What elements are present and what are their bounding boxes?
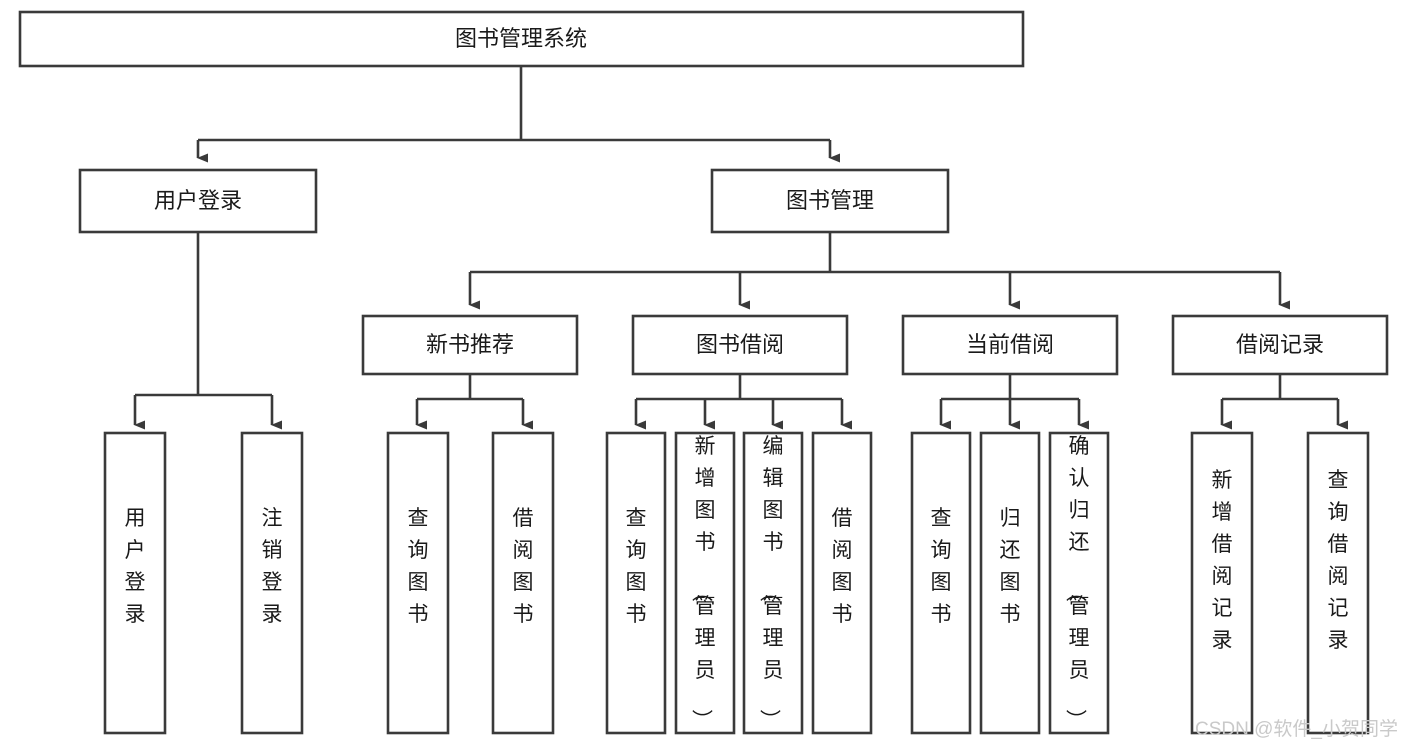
node-book-borrow[interactable]: 图书借阅: [631, 314, 849, 376]
node-user-login-label: 用户登录: [154, 188, 242, 213]
node-leaf-query-book-2[interactable]: 查询图书: [605, 431, 667, 735]
node-leaf-query-book-3-label: 查询图书: [931, 507, 952, 626]
node-user-login[interactable]: 用户登录: [78, 168, 318, 234]
node-leaf-user-logout-box: [240, 431, 304, 735]
node-leaf-query-record-label: 查询借阅记录: [1328, 469, 1349, 652]
node-borrow-record-label: 借阅记录: [1236, 332, 1324, 357]
node-leaf-return-book-label: 归还图书: [1000, 507, 1021, 626]
node-leaf-user-login-label: 用户登录: [125, 507, 146, 626]
node-leaf-add-book-box: [674, 431, 736, 735]
node-leaf-confirm-return[interactable]: 确认归还（管理员）: [1048, 431, 1110, 735]
node-new-book-recommend-box: [361, 314, 579, 376]
node-leaf-return-book-box: [979, 431, 1041, 735]
node-current-borrow[interactable]: 当前借阅: [901, 314, 1119, 376]
edge-group-user-login: [133, 232, 282, 430]
node-leaf-query-book-1-label: 查询图书: [408, 507, 429, 626]
node-root-label: 图书管理系统: [455, 26, 587, 51]
node-leaf-confirm-return-label: 确认归还（管理员）: [1064, 435, 1090, 730]
node-leaf-user-login-box: [103, 431, 167, 735]
node-leaf-edit-book-label: 编辑图书（管理员）: [758, 435, 784, 730]
edge-group-root: [196, 66, 840, 163]
node-leaf-add-record-box: [1190, 431, 1254, 735]
node-leaf-query-book-3-box: [910, 431, 972, 735]
node-leaf-add-record[interactable]: 新增借阅记录: [1190, 431, 1254, 735]
node-book-management-box: [710, 168, 950, 234]
node-leaf-borrow-book-1-box: [491, 431, 555, 735]
node-book-borrow-box: [631, 314, 849, 376]
node-leaf-query-record-box: [1306, 431, 1370, 735]
node-leaf-query-book-1[interactable]: 查询图书: [386, 431, 450, 735]
node-leaf-query-record[interactable]: 查询借阅记录: [1306, 431, 1370, 735]
node-leaf-user-login[interactable]: 用户登录: [103, 431, 167, 735]
node-leaf-user-logout-label: 注销登录: [262, 507, 283, 626]
node-leaf-confirm-return-box: [1048, 431, 1110, 735]
node-borrow-record[interactable]: 借阅记录: [1171, 314, 1389, 376]
node-book-management[interactable]: 图书管理: [710, 168, 950, 234]
node-leaf-borrow-book-1-label: 借阅图书: [513, 507, 534, 626]
edge-group-current-borrow: [939, 374, 1089, 430]
node-leaf-query-book-1-box: [386, 431, 450, 735]
node-root-box: [18, 10, 1025, 68]
node-leaf-query-book-2-label: 查询图书: [626, 507, 647, 626]
node-leaf-query-book-2-box: [605, 431, 667, 735]
node-leaf-add-record-label: 新增借阅记录: [1212, 469, 1233, 652]
edge-group-book-management: [468, 232, 1290, 310]
watermark-text: CSDN @软件_小贺同学: [1195, 718, 1398, 740]
node-leaf-borrow-book-1[interactable]: 借阅图书: [491, 431, 555, 735]
node-leaf-borrow-book-2-label: 借阅图书: [832, 507, 853, 626]
node-leaf-borrow-book-2-box: [811, 431, 873, 735]
node-root[interactable]: 图书管理系统: [18, 10, 1025, 68]
node-new-book-recommend-label: 新书推荐: [426, 332, 514, 357]
node-user-login-box: [78, 168, 318, 234]
node-current-borrow-box: [901, 314, 1119, 376]
edge-group-new-book-recommend: [415, 374, 533, 430]
node-new-book-recommend[interactable]: 新书推荐: [361, 314, 579, 376]
edge-group-book-borrow: [634, 374, 852, 430]
node-leaf-edit-book[interactable]: 编辑图书（管理员）: [742, 431, 804, 735]
edge-group-borrow-record: [1220, 374, 1348, 430]
node-leaf-return-book[interactable]: 归还图书: [979, 431, 1041, 735]
node-book-management-label: 图书管理: [786, 188, 874, 213]
node-leaf-add-book[interactable]: 新增图书（管理员）: [674, 431, 736, 735]
node-leaf-add-book-label: 新增图书（管理员）: [690, 435, 716, 730]
node-leaf-borrow-book-2[interactable]: 借阅图书: [811, 431, 873, 735]
node-book-borrow-label: 图书借阅: [696, 332, 784, 357]
node-leaf-user-logout[interactable]: 注销登录: [240, 431, 304, 735]
node-current-borrow-label: 当前借阅: [966, 332, 1054, 357]
node-leaf-edit-book-box: [742, 431, 804, 735]
node-borrow-record-box: [1171, 314, 1389, 376]
node-leaf-query-book-3[interactable]: 查询图书: [910, 431, 972, 735]
